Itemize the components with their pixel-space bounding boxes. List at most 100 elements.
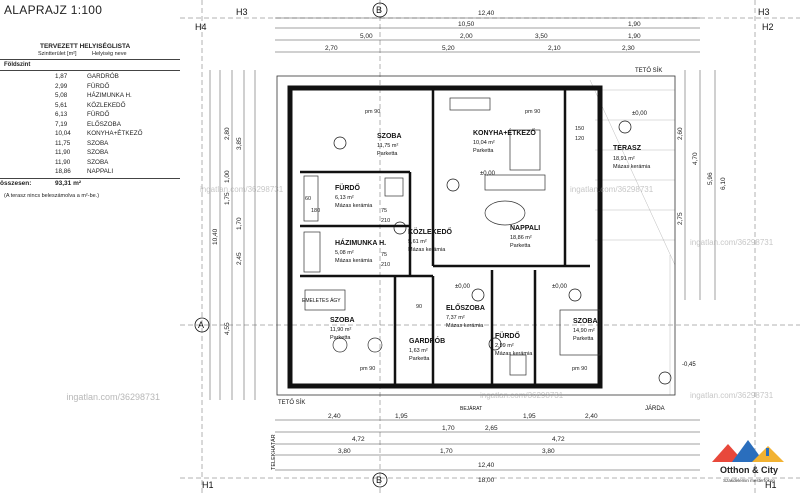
watermark-text-left: ingatlan.com/36298731 [66,392,160,402]
room-nappali-area: 18,86 m² [510,235,532,241]
dim-bottom: 2,65 [485,425,498,432]
dim-right: 4,70 [692,152,699,165]
dim-bottom: 3,80 [338,448,351,455]
logo-tagline: Szakdelemin mesterfokon [723,478,775,483]
floor-label: Földszint [4,62,31,68]
dim-top: 2,10 [548,45,561,52]
level-label: ±0,00 [552,284,568,290]
axis-h2: H2 [762,22,774,32]
dim-top: 5,00 [360,33,373,40]
axis-b: B [376,5,382,15]
room-furdo-2-area: 2,99 m² [495,343,514,349]
sidewalk-label: JÁRDA [645,405,665,412]
logo-name: Otthon & City [720,465,778,475]
door-code: 120 [575,136,584,142]
room-eloszoba-name: ELŐSZOBA [446,303,485,312]
room-szoba-2-floor: Parketta [330,335,351,341]
dim-bottom: 3,80 [542,448,555,455]
room-szoba-3-floor: Parketta [573,336,594,342]
dim-top: 2,00 [460,33,473,40]
dim-top: 5,20 [442,45,455,52]
boundary-label: TELEKHATÁR [270,434,277,470]
room-hazimunka-area: 5,08 m² [335,250,354,256]
door-code: 90 [416,304,422,310]
room-terasz-floor: Mázas kerámia [613,164,651,170]
dim-top: 1,90 [628,21,641,28]
door-code: 180 [311,208,320,214]
axis-h1: H1 [202,480,214,490]
level-label: ±0,00 [480,171,496,177]
room-furdo-2-name: FÜRDŐ [495,331,520,340]
axis-h3-right: H3 [758,7,770,17]
dim-bottom: 1,95 [395,413,408,420]
dim-right: 5,96 [707,172,714,185]
company-logo: Otthon & City Szakdelemin mesterfokon [708,434,790,490]
dim-top: 10,50 [458,21,475,28]
dim-left: 2,45 [236,252,243,265]
dim-top: 1,90 [628,33,641,40]
dim-left: 2,80 [224,127,231,140]
room-nappali-name: NAPPALI [510,225,540,232]
roof-line-label-top: TETŐ SÍK [635,67,662,74]
dim-bottom: 12,40 [478,462,495,469]
door-code: pm 90 [365,109,380,115]
door-code: pm 90 [525,109,540,115]
total-value: 93,31 m² [55,180,82,187]
dim-bottom: 1,95 [523,413,536,420]
room-kozlekedo-area: 5,61 m² [408,239,427,245]
total-label: összesen: [0,180,32,187]
room-gardrob-name: GARDRÓB [409,336,445,345]
room-hazimunka-name: HÁZIMUNKA H. [335,238,386,247]
level-label: ±0,00 [455,284,471,290]
room-szoba-3-name: SZOBA [573,318,598,325]
room-eloszoba-floor: Mázas kerámia [446,323,484,329]
axis-b-bottom: B [376,475,382,485]
axis-a: A [198,320,204,330]
room-konyha-name: KONYHA+ÉTKEZŐ [473,128,536,137]
dim-bottom: 4,72 [352,436,365,443]
entrance-label: BEJÁRAT [460,405,482,412]
watermark-text: ingatlan.com/36298731 [480,391,564,400]
watermark-text: ingatlan.com/36298731 [690,391,774,400]
room-terasz-name: TERASZ [613,145,642,152]
room-gardrob-area: 1,63 m² [409,348,428,354]
room-furdo-1-area: 6,13 m² [335,195,354,201]
dim-left: 1,75 [224,192,231,205]
room-schedule-panel: ALAPRAJZ 1:100 TERVEZETT HELYISÉGLISTA S… [0,0,185,493]
room-hazimunka-floor: Mázas kerámia [335,258,373,264]
room-konyha-floor: Parketta [473,148,494,154]
col-header-name: Helyiség neve [92,51,127,57]
room-szoba-3-area: 14,90 m² [573,328,595,334]
roof-line-label-bottom: TETŐ SÍK [278,399,305,406]
axis-h3: H3 [236,7,248,17]
dim-right: 2,60 [677,127,684,140]
dim-bottom: 2,40 [328,413,341,420]
door-code: 75 [381,208,387,214]
door-code: pm 90 [360,366,375,372]
room-szoba-2-area: 11,90 m² [330,327,351,333]
watermark-text: ingatlan.com/36298731 [200,185,284,194]
dim-bottom: 4,72 [552,436,565,443]
table-rule [0,70,180,71]
dim-top: 3,50 [535,33,548,40]
dim-left: 1,70 [236,217,243,230]
dim-left: 1,00 [224,170,231,183]
level-label: -0,45 [682,362,696,368]
dim-bottom: 1,70 [440,448,453,455]
watermark-text: ingatlan.com/36298731 [570,185,654,194]
door-code: 150 [575,126,584,132]
dim-left: 3,85 [236,137,243,150]
axis-h1-right: H1 [765,480,777,490]
dim-left: 10,40 [212,228,219,245]
dim-right: 2,75 [677,212,684,225]
level-label: ±0,00 [632,111,648,117]
room-furdo-1-floor: Mázas kerámia [335,203,373,209]
room-kozlekedo-floor: Mázas kerámia [408,247,446,253]
schedule-title: TERVEZETT HELYISÉGLISTA [40,43,131,50]
watermark-text: ingatlan.com/36298731 [690,238,774,247]
col-header-area: Szintterület [m²] [38,51,77,57]
floor-plan: A B B H3 H3 H1 H1 H2 H4 SZOBA 11,75 m² P… [180,0,800,493]
dim-bottom: 1,70 [442,425,455,432]
table-rule [0,59,180,60]
dim-top: 2,30 [622,45,635,52]
